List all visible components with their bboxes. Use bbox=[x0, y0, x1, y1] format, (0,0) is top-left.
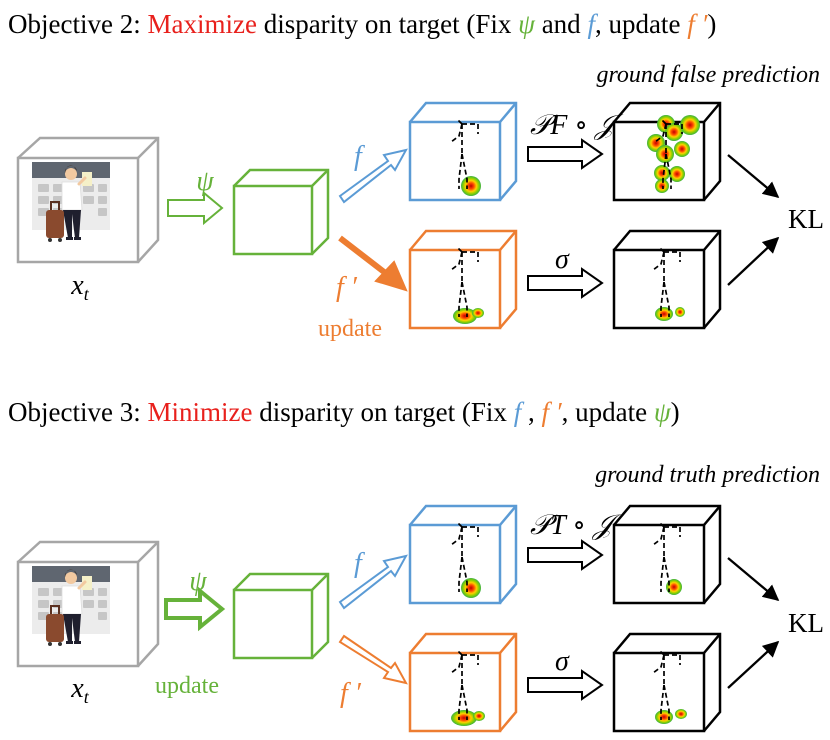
head-f-label: f bbox=[354, 548, 365, 579]
projection-arrow bbox=[527, 138, 604, 170]
feature-extractor-box bbox=[232, 572, 330, 660]
feature-extractor-box bbox=[232, 168, 330, 256]
arrow-to-head-fprime bbox=[338, 235, 390, 278]
head-fprime-label: f ′ bbox=[336, 272, 358, 303]
keypoint-heatmap-icon bbox=[666, 579, 682, 595]
softmax-prediction-box bbox=[612, 229, 722, 330]
traveler-at-departure-board-icon bbox=[30, 564, 112, 648]
head-fprime-update-label: update bbox=[318, 316, 382, 342]
keypoint-heatmap-icon bbox=[655, 709, 687, 724]
stick-figure-skeleton-icon bbox=[652, 246, 681, 318]
ground-truth-prediction-box bbox=[612, 504, 722, 605]
encoder-psi-label: ψ bbox=[189, 566, 207, 597]
stick-figure-skeleton-icon bbox=[450, 246, 479, 318]
arrow-to-head-f bbox=[338, 554, 408, 610]
sigma-arrow bbox=[527, 267, 604, 299]
traveler-at-departure-board-icon bbox=[30, 160, 112, 244]
ground-false-prediction-note: ground false prediction bbox=[596, 62, 820, 88]
keypoint-heatmap-icon bbox=[647, 115, 700, 193]
objective-3-title: Objective 3: Minimize disparity on targe… bbox=[8, 397, 680, 427]
projection-arrow bbox=[527, 539, 604, 571]
sigma-arrow bbox=[527, 669, 604, 701]
input-image-box bbox=[16, 136, 160, 264]
sigma-label: σ bbox=[555, 244, 570, 275]
arrow-to-head-fprime bbox=[338, 634, 408, 685]
kl-arrow-bottom bbox=[727, 236, 780, 286]
kl-arrow-top bbox=[727, 154, 780, 199]
arrow-to-head-f bbox=[338, 148, 408, 204]
projection-label: 𝒫T ∘ 𝒥 bbox=[530, 510, 622, 541]
arrow-to-head-fprime-tip bbox=[374, 260, 408, 292]
keypoint-heatmap-icon bbox=[453, 308, 484, 324]
kl-label: KL bbox=[788, 204, 824, 234]
input-label: xt bbox=[70, 673, 89, 707]
head-f-output-box bbox=[408, 504, 518, 605]
encoder-arrow bbox=[167, 190, 224, 226]
projection-label: 𝒫F ∘ 𝒥 bbox=[530, 110, 624, 141]
head-f-output-box bbox=[408, 101, 518, 202]
head-fprime-label: f ′ bbox=[340, 678, 362, 709]
head-f-label: f bbox=[354, 141, 365, 172]
encoder-update-label: update bbox=[155, 673, 219, 699]
sigma-label: σ bbox=[555, 646, 570, 677]
stick-figure-skeleton-icon bbox=[652, 649, 681, 721]
keypoint-heatmap-icon bbox=[655, 307, 685, 321]
ground-truth-prediction-note: ground truth prediction bbox=[595, 462, 820, 488]
kl-arrow-bottom bbox=[727, 640, 780, 689]
head-fprime-output-box bbox=[408, 229, 518, 330]
kl-arrow-top bbox=[727, 557, 780, 602]
keypoint-heatmap-icon bbox=[461, 176, 481, 196]
head-fprime-output-box bbox=[408, 632, 518, 733]
stick-figure-skeleton-icon bbox=[450, 649, 479, 721]
encoder-psi-label: ψ bbox=[196, 166, 214, 197]
softmax-prediction-box bbox=[612, 632, 722, 733]
objective-2-title: Objective 2: Maximize disparity on targe… bbox=[8, 9, 716, 39]
keypoint-heatmap-icon bbox=[451, 710, 485, 726]
input-image-box bbox=[16, 540, 160, 668]
keypoint-heatmap-icon bbox=[461, 578, 481, 598]
input-label: xt bbox=[70, 270, 89, 304]
encoder-arrow bbox=[164, 586, 226, 632]
kl-label: KL bbox=[788, 608, 824, 638]
